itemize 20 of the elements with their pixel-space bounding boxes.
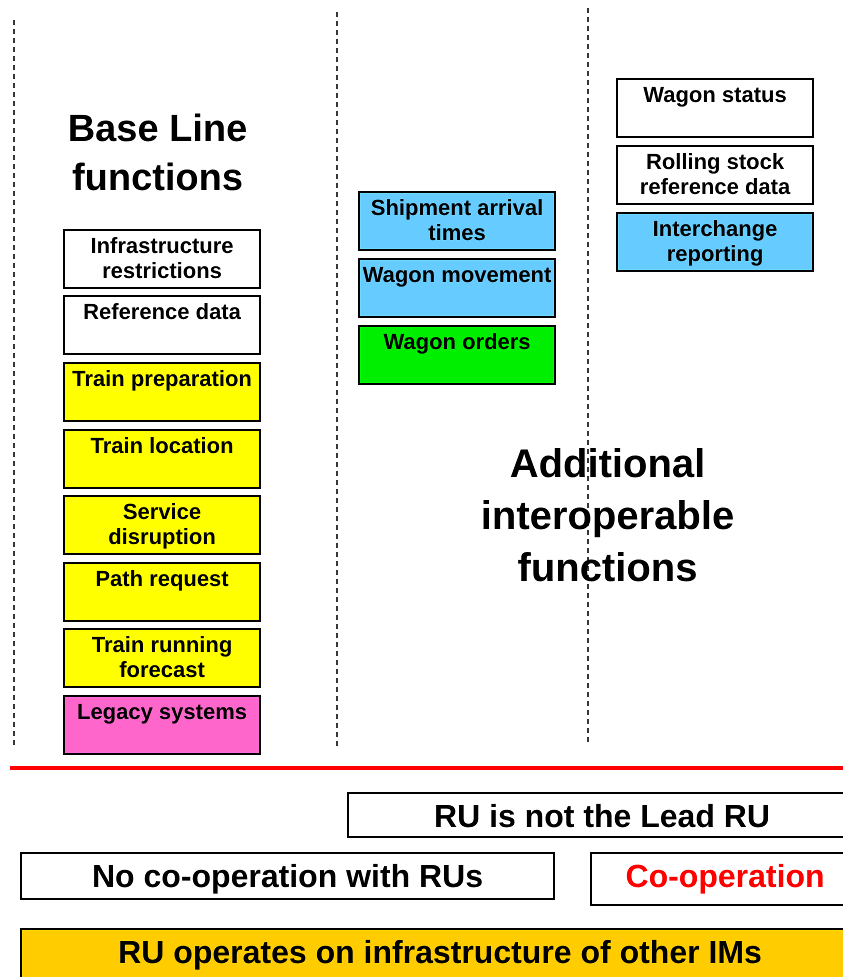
function-box: Interchange reporting bbox=[616, 212, 814, 272]
function-box: Train location bbox=[63, 429, 261, 489]
function-box: Infrastructure restrictions bbox=[63, 229, 261, 289]
section-heading: Additional interoperable functions bbox=[480, 441, 736, 592]
function-box: Path request bbox=[63, 562, 261, 622]
function-box: Co-operation bbox=[590, 852, 843, 906]
function-box: Legacy systems bbox=[63, 695, 261, 755]
function-box: Reference data bbox=[63, 295, 261, 355]
function-box: RU is not the Lead RU bbox=[347, 792, 843, 838]
function-box: Service disruption bbox=[63, 495, 261, 555]
function-box: Train preparation bbox=[63, 362, 261, 422]
section-heading: Base Line functions bbox=[66, 107, 248, 202]
function-box: Wagon orders bbox=[358, 325, 556, 385]
function-box: Shipment arrival times bbox=[358, 191, 556, 251]
function-box: Train running forecast bbox=[63, 628, 261, 688]
function-box: Rolling stock reference data bbox=[616, 145, 814, 205]
banner-bar: RU operates on infrastructure of other IMs bbox=[20, 928, 843, 977]
function-box: Wagon movement bbox=[358, 258, 556, 318]
function-box: Wagon status bbox=[616, 78, 814, 138]
function-box: No co-operation with RUs bbox=[20, 852, 555, 900]
